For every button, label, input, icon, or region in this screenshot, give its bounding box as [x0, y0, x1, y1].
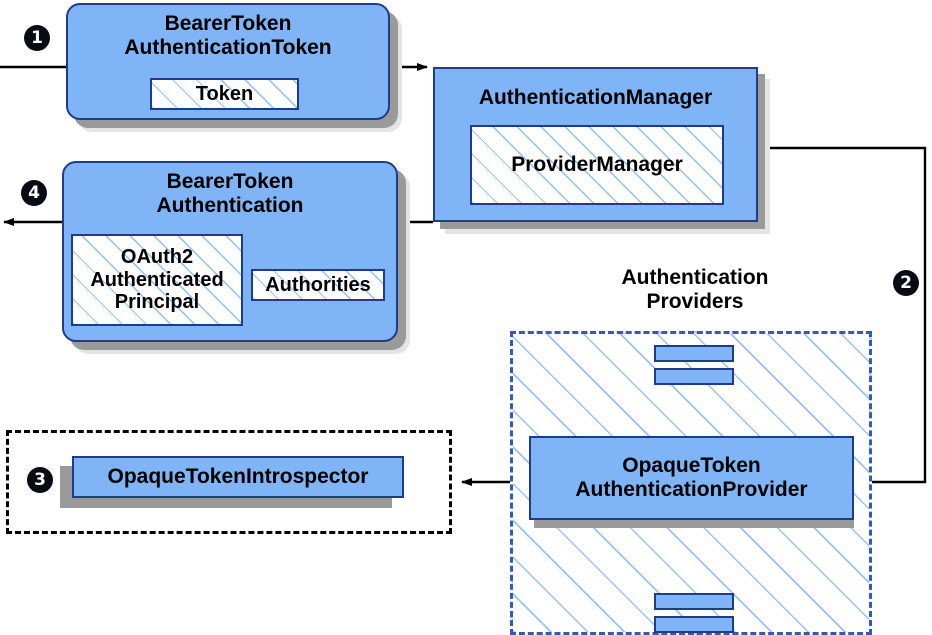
provider-bar-top-2	[654, 368, 734, 385]
bearer-token-authentication-token-label: BearerToken AuthenticationToken	[124, 12, 332, 59]
provider-bar-bottom-2	[654, 616, 734, 633]
step-badge-3: 3	[27, 467, 53, 493]
provider-bar-bottom-1	[654, 593, 734, 610]
step-badge-4: 4	[21, 180, 47, 206]
node-opaque-token-introspector[interactable]: OpaqueTokenIntrospector	[72, 456, 404, 498]
authentication-providers-caption: Authentication Providers	[621, 266, 769, 313]
bearer-token-authentication-label: BearerToken Authentication	[156, 170, 304, 217]
opaque-token-authentication-provider-label: OpaqueToken AuthenticationProvider	[575, 454, 808, 501]
step-badge-1: 1	[24, 25, 50, 51]
step-badge-2: 2	[893, 270, 919, 296]
opaque-token-introspector-label: OpaqueTokenIntrospector	[107, 465, 369, 489]
authentication-manager-label: AuthenticationManager	[478, 86, 713, 109]
inner-provider-manager: ProviderManager	[470, 125, 724, 205]
provider-bar-top-1	[654, 345, 734, 362]
inner-token: Token	[150, 78, 299, 110]
inner-authorities: Authorities	[251, 269, 385, 301]
node-opaque-token-authentication-provider[interactable]: OpaqueToken AuthenticationProvider	[529, 436, 854, 520]
inner-oauth2-authenticated-principal: OAuth2 Authenticated Principal	[71, 234, 243, 326]
